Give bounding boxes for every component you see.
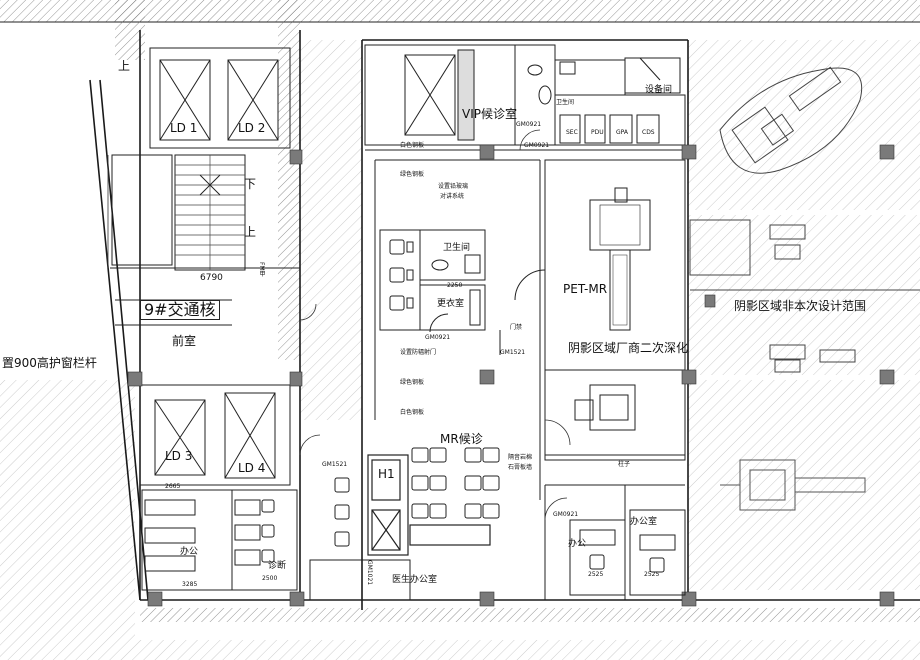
label-equip-pdu: PDU — [591, 129, 604, 136]
label-changing: 更衣室 — [437, 299, 465, 309]
label-diagnosis: 诊断 — [268, 561, 287, 571]
label-mr-waiting: MR候诊 — [440, 432, 483, 446]
label-door-gm0921d: GM0921 — [553, 511, 579, 518]
label-equip-room: 设备间 — [645, 85, 673, 95]
bottom-hatch-band — [140, 608, 920, 622]
label-equip-gpa: GPA — [616, 129, 628, 136]
diagnosis-room — [231, 489, 298, 591]
label-office-left: 办公 — [180, 547, 199, 557]
equipment-room — [554, 94, 686, 146]
lift-ld1-shaft — [159, 59, 211, 141]
bottom-hatch-strip — [0, 640, 920, 660]
label-door-gm0921b: GM0921 — [524, 142, 550, 149]
label-door-gm1021: GM1021 — [366, 560, 373, 586]
label-up1: 上 — [118, 59, 131, 73]
label-shadow-area: 阴影区域厂商二次深化 — [568, 341, 689, 355]
top-hatch-band — [0, 0, 920, 22]
label-note-radiation-door: 设置防辐射门 — [400, 349, 437, 356]
label-note-intercom: 对讲系统 — [440, 193, 465, 200]
label-pet-mr: PET-MR — [563, 282, 608, 296]
label-office-right: 办公室 — [630, 517, 658, 527]
label-lift-ld4: LD 4 — [238, 461, 266, 475]
label-dim-2525b: 2525 — [644, 571, 660, 578]
label-vip-waiting: VIP候诊室 — [462, 107, 517, 121]
label-office-mid: 办公 — [568, 539, 587, 549]
label-core: 9#交通核 — [140, 300, 220, 320]
office-right-room — [629, 509, 686, 596]
label-shadow-area-scope: 阴影区域非本次设计范围 — [734, 299, 867, 313]
label-equip-sec: SEC — [566, 129, 578, 136]
label-dim-2665: 2665 — [165, 483, 181, 490]
lift-ld2-shaft — [227, 59, 279, 141]
label-door-gm0921a: GM0921 — [516, 121, 542, 128]
label-dim-2250: 2250 — [447, 282, 463, 289]
label-front-room: 前室 — [172, 334, 197, 348]
core-hatch-column — [278, 0, 300, 360]
label-note-lead-glass: 设置铅玻璃 — [438, 183, 469, 190]
label-note-white-steel1: 白色钢板 — [400, 142, 425, 149]
label-dim-2500: 2500 — [262, 575, 278, 582]
label-up2: 上 — [244, 225, 257, 239]
label-dim-3285: 3285 — [182, 581, 198, 588]
label-note-soundproof2: 石膏板墙 — [508, 464, 533, 471]
label-door-fm: FM甲 — [258, 262, 265, 277]
label-note-door-lock: 门禁 — [510, 324, 523, 331]
label-doctor-office: 医生办公室 — [392, 575, 438, 585]
lift-ld4-shaft — [224, 392, 276, 479]
label-door-gm0921c: GM0921 — [425, 334, 451, 341]
label-note-column: 柱子 — [618, 461, 631, 468]
doctor-office-room — [309, 559, 411, 601]
label-note-green-steel2: 绿色钢板 — [400, 379, 425, 386]
label-note-soundproof1: 隔音岩棉 — [508, 454, 533, 461]
label-note-green-steel1: 绿色钢板 — [400, 171, 425, 178]
label-down: 下 — [244, 177, 257, 191]
label-door-gm1521b: GM1521 — [322, 461, 348, 468]
lift-ld3-shaft — [154, 399, 206, 476]
label-lift-ld3: LD 3 — [165, 449, 193, 463]
lift-h1-shaft — [367, 454, 409, 556]
office-mid-room — [569, 519, 626, 596]
office-left-room — [141, 489, 233, 591]
right-hatch-top — [688, 40, 920, 210]
vip-lift — [404, 54, 456, 136]
right-hatch-mid — [688, 215, 920, 375]
label-lift-h1: H1 — [378, 467, 395, 481]
label-lift-ld1: LD 1 — [170, 121, 198, 135]
corridor-hatch-strip — [300, 40, 362, 420]
label-door-gm1521a: GM1521 — [500, 349, 526, 356]
label-dim-2525a: 2525 — [588, 571, 604, 578]
label-railing: 置900高护窗栏杆 — [2, 356, 97, 370]
label-lift-ld2: LD 2 — [238, 121, 266, 135]
label-toilet: 卫生间 — [443, 243, 471, 253]
label-toilet-small: 卫生间 — [556, 99, 575, 106]
left-lower-hatch — [0, 380, 135, 640]
label-note-white-steel2: 白色钢板 — [400, 409, 425, 416]
label-dim-6790: 6790 — [200, 273, 223, 283]
label-equip-cds: CDS — [642, 129, 655, 136]
